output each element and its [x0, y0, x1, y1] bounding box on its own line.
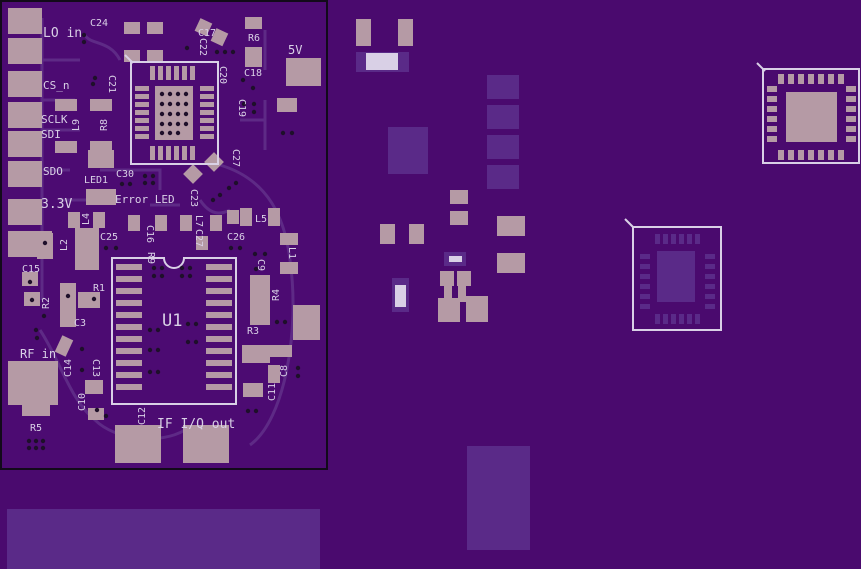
- refdes-c25: C25: [100, 232, 118, 243]
- u1-soic-ic[interactable]: [111, 257, 237, 405]
- header-pads-left[interactable]: [8, 8, 58, 405]
- u1-label: U1: [162, 311, 182, 331]
- rf-in-label: RF in: [20, 347, 56, 361]
- refdes-c3: C3: [74, 318, 86, 329]
- refdes-c12: C12: [137, 407, 148, 425]
- refdes-c8: C8: [279, 365, 290, 377]
- refdes-r2: R2: [41, 297, 52, 309]
- refdes-c16: C16: [144, 225, 155, 243]
- qfn-ic-right[interactable]: [756, 62, 860, 164]
- refdes-c24: C24: [90, 18, 108, 29]
- refdes-c20: C20: [217, 66, 228, 84]
- refdes-c22: C22: [197, 38, 208, 56]
- refdes-c19: C19: [236, 99, 247, 117]
- refdes-c18: C18: [244, 68, 262, 79]
- refdes-c15: C15: [22, 264, 40, 275]
- refdes-c13: C13: [90, 359, 101, 377]
- refdes-c27: C27: [230, 149, 241, 167]
- refdes-r5: R5: [30, 423, 42, 434]
- refdes-c26: C26: [227, 232, 245, 243]
- pcb-board[interactable]: LO in CS_n SCLK SDI SDO 3.3V RF in 5V Er…: [0, 0, 328, 470]
- silkscreen-labels: LO in CS_n SCLK SDI SDO 3.3V RF in 5V Er…: [20, 18, 302, 434]
- refdes-led1: LED1: [84, 175, 108, 186]
- qfn-ic-top[interactable]: [124, 54, 219, 165]
- sclk-label: SCLK: [41, 113, 68, 126]
- refdes-l5: L5: [255, 214, 267, 225]
- qfn-ic-ghost[interactable]: [624, 218, 722, 331]
- offboard-components[interactable]: [7, 19, 530, 569]
- refdes-l7: L7: [193, 215, 204, 227]
- error-led-label: Error LED: [115, 193, 175, 206]
- refdes-l4: L4: [81, 213, 92, 225]
- sdi-label: SDI: [41, 128, 61, 141]
- 3v3-label: 3.3V: [41, 197, 72, 212]
- refdes-r3: R3: [247, 326, 259, 337]
- refdes-l2: L2: [59, 239, 70, 251]
- lo-in-label: LO in: [43, 26, 82, 41]
- sdo-label: SDO: [43, 165, 63, 178]
- cs-n-label: CS_n: [43, 79, 70, 92]
- refdes-l9: L9: [71, 119, 82, 131]
- 5v-label: 5V: [288, 43, 302, 57]
- refdes-c11: C11: [267, 383, 278, 401]
- refdes-c14: C14: [63, 359, 74, 377]
- refdes-r6: R6: [248, 33, 260, 44]
- refdes-c9: C9: [255, 259, 266, 271]
- smd-pads[interactable]: [22, 17, 321, 463]
- refdes-c21: C21: [106, 75, 117, 93]
- refdes-r4: R4: [271, 289, 282, 301]
- refdes-c10: C10: [77, 393, 88, 411]
- refdes-c30: C30: [116, 169, 134, 180]
- refdes-r8: R8: [99, 119, 110, 131]
- refdes-r1: R1: [93, 283, 105, 294]
- refdes-r9b: R9: [145, 252, 156, 264]
- if-iq-out-label: IF I/Q out: [157, 417, 235, 432]
- refdes-l1: L1: [286, 247, 297, 259]
- via-holes: [26, 32, 301, 451]
- refdes-c23: C23: [188, 189, 199, 207]
- refdes-c27b: C27: [193, 229, 204, 247]
- refdes-c17: C17: [198, 28, 216, 39]
